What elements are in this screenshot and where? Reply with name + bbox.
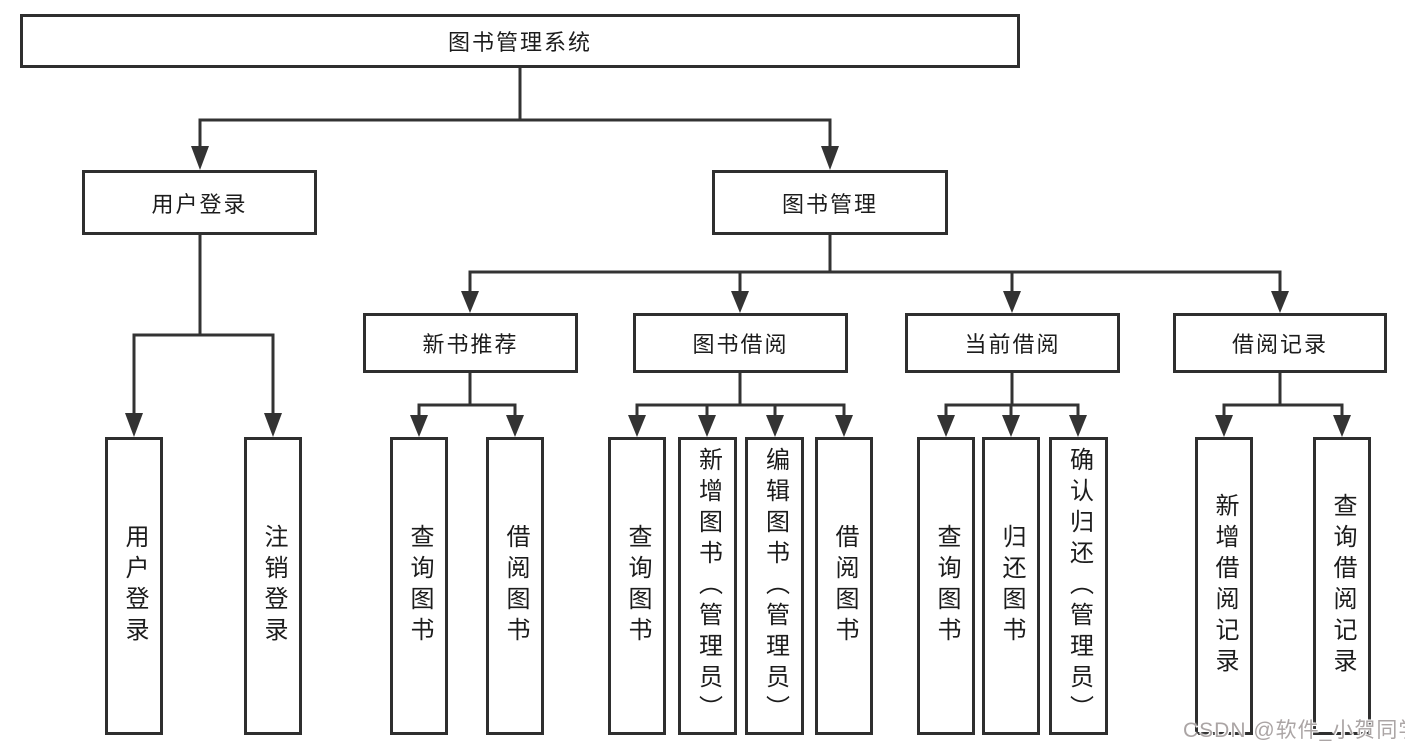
node-root-system: 图书管理系统	[20, 14, 1020, 68]
leaf-borrow-edit-books-admin-label: 编辑图书（管理员）	[761, 446, 789, 726]
node-user-login: 用户登录	[82, 170, 317, 235]
leaf-current-query-books: 查询图书	[917, 437, 975, 735]
leaf-borrow-borrow-books: 借阅图书	[815, 437, 873, 735]
leaf-records-query-record-label: 查询借阅记录	[1329, 493, 1356, 679]
node-root-label: 图书管理系统	[447, 30, 592, 55]
leaf-current-query-books-label: 查询图书	[933, 524, 960, 648]
node-book-borrow: 图书借阅	[633, 313, 848, 373]
leaf-borrow-edit-books-admin: 编辑图书（管理员）	[745, 437, 804, 735]
node-new-book-recommend: 新书推荐	[363, 313, 578, 373]
node-borrow-records-label: 借阅记录	[1231, 332, 1328, 357]
leaf-newbook-borrow-books-label: 借阅图书	[502, 524, 529, 648]
leaf-borrow-borrow-books-label: 借阅图书	[831, 524, 858, 648]
leaf-newbook-borrow-books: 借阅图书	[486, 437, 544, 735]
leaf-borrow-query-books-label: 查询图书	[624, 524, 651, 648]
leaf-current-confirm-return-admin: 确认归还（管理员）	[1049, 437, 1108, 735]
node-book-borrow-label: 图书借阅	[692, 332, 789, 357]
node-user-login-label: 用户登录	[151, 191, 248, 217]
node-borrow-records: 借阅记录	[1173, 313, 1387, 373]
leaf-user-login-label: 用户登录	[121, 524, 148, 648]
leaf-logout-label: 注销登录	[260, 524, 287, 648]
leaf-records-query-record: 查询借阅记录	[1313, 437, 1371, 735]
leaf-current-return-books: 归还图书	[982, 437, 1040, 735]
node-current-borrow-label: 当前借阅	[964, 332, 1061, 357]
node-new-book-recommend-label: 新书推荐	[422, 332, 519, 357]
leaf-borrow-query-books: 查询图书	[608, 437, 666, 735]
leaf-user-login: 用户登录	[105, 437, 163, 735]
node-book-management: 图书管理	[712, 170, 948, 235]
node-current-borrow: 当前借阅	[905, 313, 1120, 373]
leaf-records-add-record: 新增借阅记录	[1195, 437, 1253, 735]
leaf-newbook-query-books-label: 查询图书	[406, 524, 433, 648]
leaf-logout: 注销登录	[244, 437, 302, 735]
leaf-borrow-add-books-admin-label: 新增图书（管理员）	[694, 446, 722, 726]
leaf-records-add-record-label: 新增借阅记录	[1211, 493, 1238, 679]
node-book-management-label: 图书管理	[781, 191, 878, 217]
csdn-watermark: CSDN @软件_小贺同学	[1183, 719, 1405, 742]
leaf-borrow-add-books-admin: 新增图书（管理员）	[678, 437, 737, 735]
leaf-current-confirm-return-admin-label: 确认归还（管理员）	[1065, 446, 1093, 726]
leaf-newbook-query-books: 查询图书	[390, 437, 448, 735]
leaf-current-return-books-label: 归还图书	[998, 524, 1025, 648]
